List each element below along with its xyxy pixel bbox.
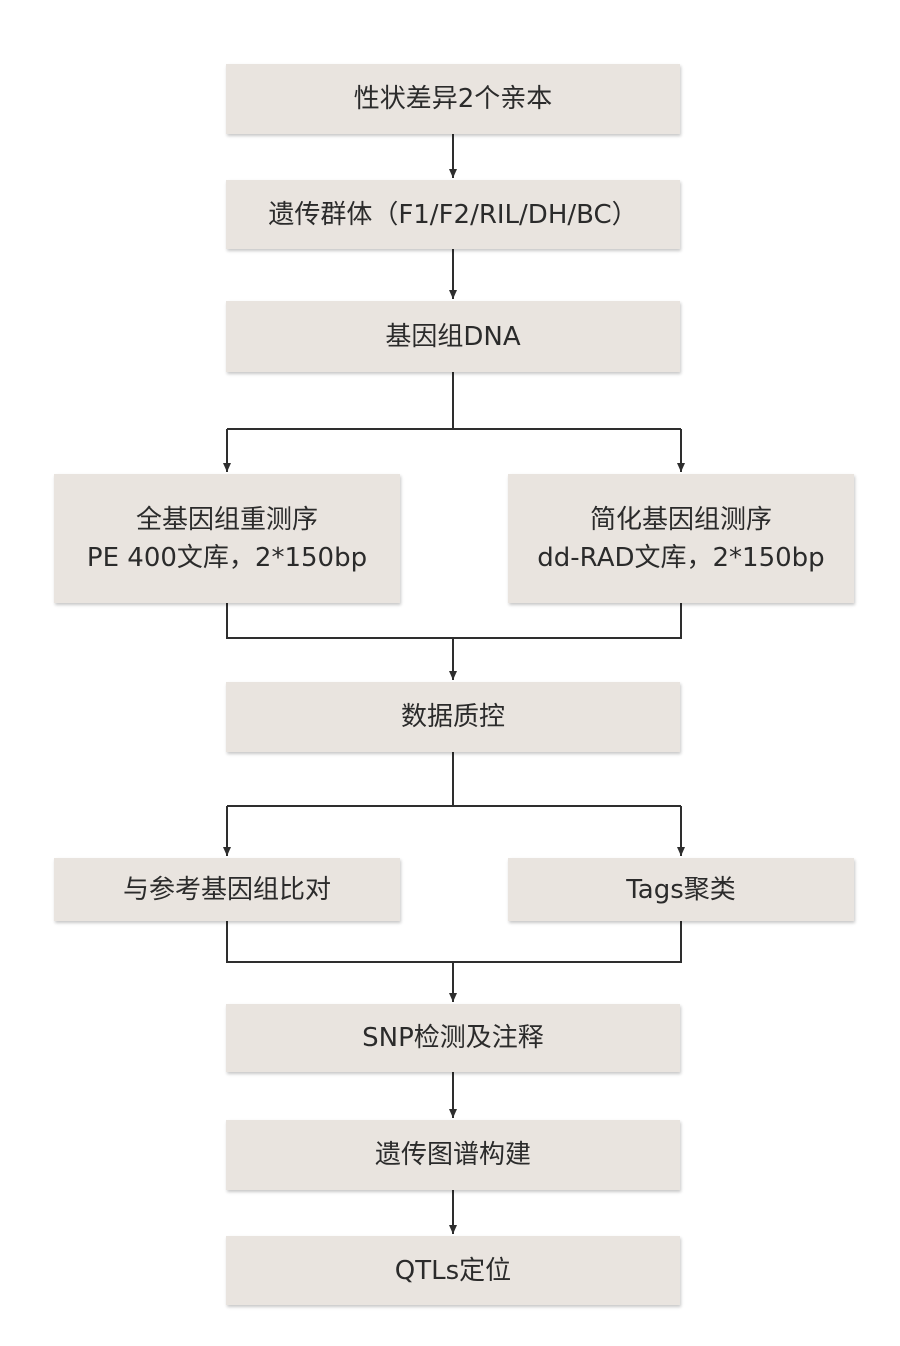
step-label: 数据质控 (400, 702, 505, 732)
step-label: QTLs定位 (394, 1255, 512, 1286)
step-parents: 性状差异2个亲本 (226, 64, 680, 134)
step-label-line2: PE 400文库，2*150bp (86, 542, 368, 573)
step-label: 与参考基因组比对 (122, 874, 331, 905)
step-wgs: 全基因组重测序 PE 400文库，2*150bp (54, 474, 400, 603)
step-rad: 简化基因组测序 dd-RAD文库，2*150bp (508, 474, 854, 603)
step-label-line1: 全基因组重测序 (135, 504, 318, 535)
step-label: SNP检测及注释 (362, 1023, 544, 1053)
step-label: 遗传群体（F1/F2/RIL/DH/BC） (268, 199, 638, 230)
step-qc: 数据质控 (226, 682, 680, 752)
step-qtl: QTLs定位 (226, 1236, 680, 1305)
step-genetic-map: 遗传图谱构建 (226, 1120, 680, 1190)
connector-merge-1 (226, 603, 682, 639)
step-align: 与参考基因组比对 (54, 858, 400, 921)
step-tags: Tags聚类 (508, 858, 854, 921)
step-label: 基因组DNA (385, 321, 521, 352)
step-label-line1: 简化基因组测序 (589, 504, 772, 535)
step-snp: SNP检测及注释 (226, 1004, 680, 1072)
step-genomic-dna: 基因组DNA (226, 301, 680, 372)
step-label-line2: dd-RAD文库，2*150bp (537, 542, 825, 573)
step-population: 遗传群体（F1/F2/RIL/DH/BC） (226, 180, 680, 249)
step-label: 遗传图谱构建 (374, 1140, 531, 1170)
step-label: Tags聚类 (626, 874, 736, 905)
step-label: 性状差异2个亲本 (353, 84, 553, 114)
connector-merge-2 (226, 921, 682, 963)
